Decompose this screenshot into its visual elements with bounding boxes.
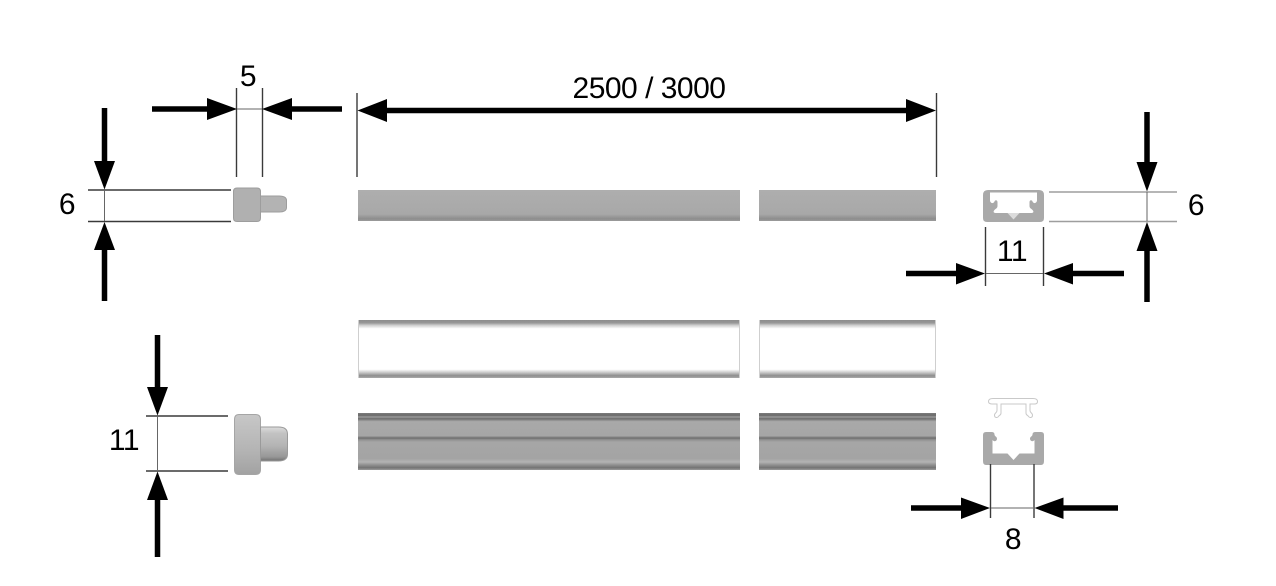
diffuser-cross-section-outline: [988, 398, 1038, 419]
end-cap-slim: [233, 187, 287, 222]
dim-label-slim-width: 11: [996, 235, 1028, 268]
high-profile-bar-right-segment: [759, 413, 936, 470]
dim-label-slim-height-right: 6: [1187, 189, 1205, 222]
dim-slim-height-left: [88, 108, 231, 301]
dim-end-cap-width: [152, 88, 342, 177]
dim-label-high-cap-height: 11: [108, 424, 140, 457]
dim-label-inner-width: 8: [1004, 523, 1022, 556]
dim-label-end-cap-width: 5: [239, 60, 257, 93]
diffuser-bar-left-segment: [358, 320, 740, 378]
slim-profile-bar-left-segment: [358, 190, 740, 221]
dim-label-slim-height-left: 6: [58, 188, 76, 221]
end-cap-high: [234, 414, 288, 475]
dim-label-profile-length: 2500 / 3000: [572, 72, 726, 105]
high-profile-cross-section: [983, 432, 1044, 465]
dim-inner-width: [911, 464, 1118, 519]
high-profile-bar-left-segment: [358, 413, 740, 470]
slim-profile-cross-section: [983, 190, 1044, 222]
dim-slim-height-right: [1049, 112, 1177, 302]
diffuser-bar-right-segment: [759, 320, 936, 378]
dim-profile-length: [356, 93, 938, 177]
dim-high-cap-height: [146, 335, 228, 557]
slim-profile-bar-right-segment: [759, 190, 936, 221]
